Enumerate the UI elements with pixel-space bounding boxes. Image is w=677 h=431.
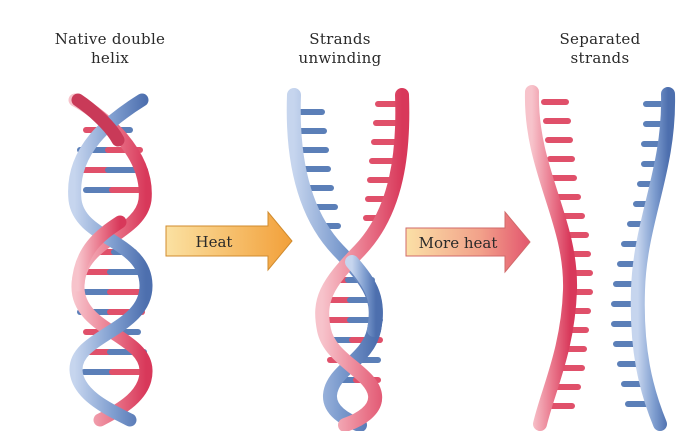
more-heat-arrow: More heat [406, 212, 530, 272]
native-double-helix [75, 100, 146, 420]
unwinding-helix [294, 95, 403, 425]
separated-blue-strand [614, 94, 668, 424]
heat-label: Heat [196, 233, 233, 251]
more-heat-label: More heat [419, 234, 498, 252]
heat-arrow: Heat [166, 212, 292, 270]
separated-red-strand [532, 92, 590, 424]
